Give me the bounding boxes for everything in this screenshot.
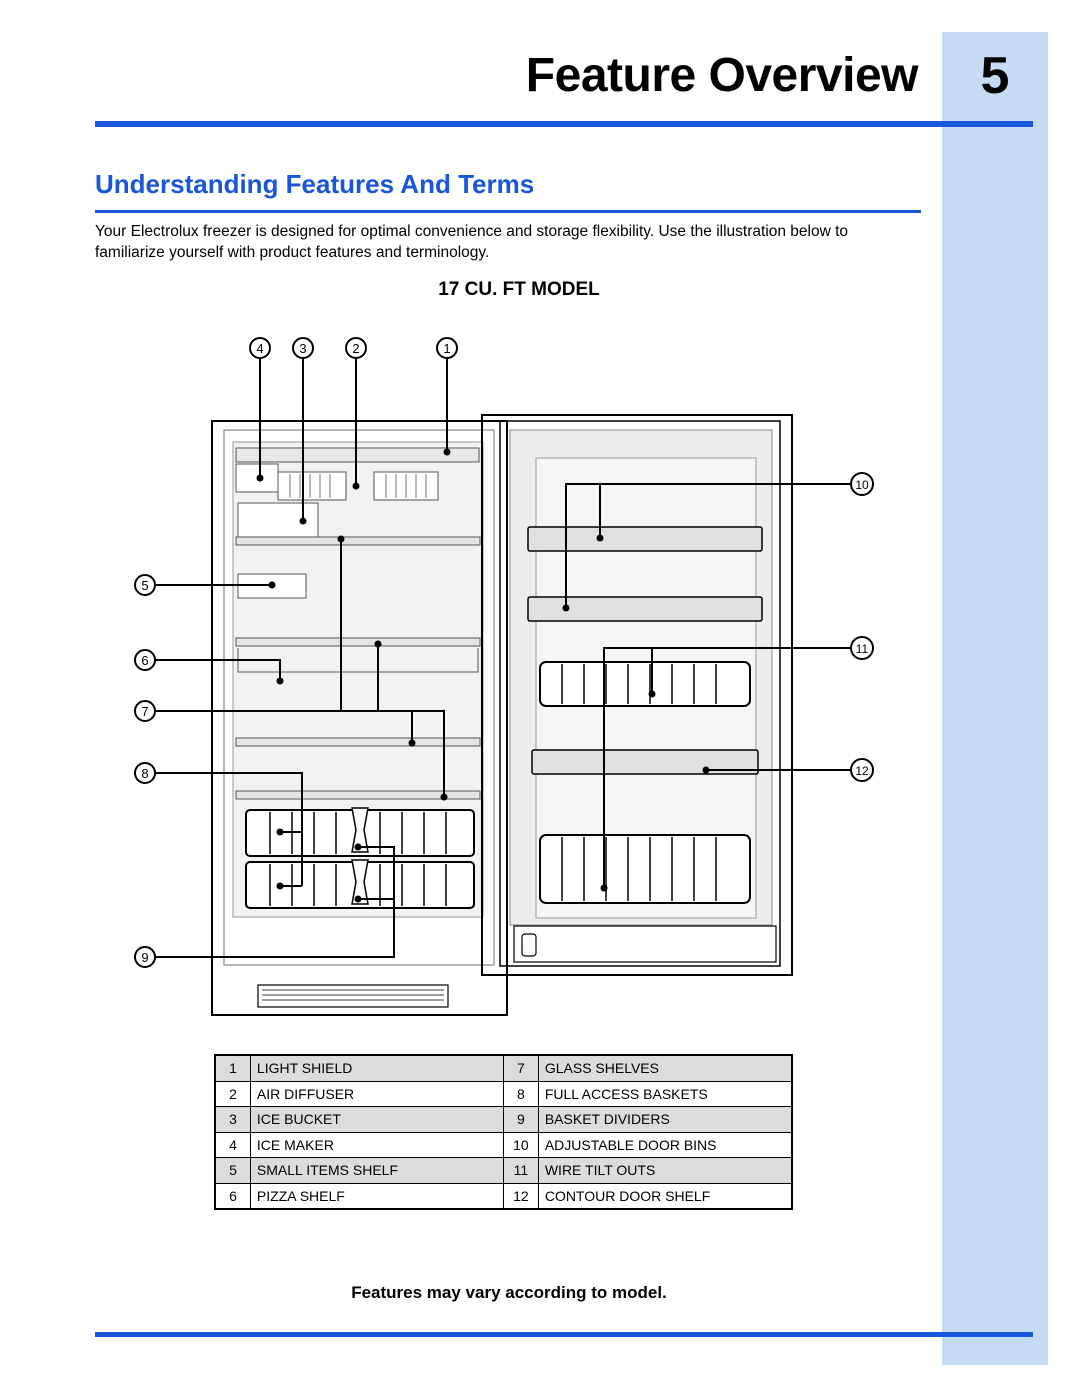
callout-8 [134,762,156,784]
model-variation-note: Features may vary according to model. [351,1283,667,1302]
cabinet-outline [211,420,508,1016]
callout-label-4: 4 [256,341,263,356]
legend-label: CONTOUR DOOR SHELF [537,1182,793,1210]
callout-5 [134,574,156,596]
callout-12 [850,758,874,782]
legend-number: 6 [214,1182,251,1210]
page-number: 5 [980,47,1010,105]
callout-1 [436,337,458,359]
model-title: 17 CU. FT MODEL [438,279,600,300]
callout-label-9: 9 [141,950,148,965]
legend-number: 12 [502,1182,539,1210]
callout-10 [850,472,874,496]
callout-label-2: 2 [352,341,359,356]
callout-label-8: 8 [141,766,148,781]
callout-label-3: 3 [299,341,306,356]
legend-label: WIRE TILT OUTS [537,1157,793,1184]
section-title: Understanding Features And Terms [95,169,535,199]
legend-number: 1 [214,1054,251,1082]
callout-label-11: 11 [856,642,869,656]
table-row: 6 PIZZA SHELF 12 CONTOUR DOOR SHELF [214,1182,793,1210]
legend-label: BASKET DIVIDERS [537,1106,793,1133]
callout-label-6: 6 [141,653,148,668]
door-outline [481,414,793,976]
table-row: 5 SMALL ITEMS SHELF 11 WIRE TILT OUTS [214,1157,793,1184]
legend-label: AIR DIFFUSER [249,1080,504,1107]
callout-label-1: 1 [443,341,450,356]
legend-label: GLASS SHELVES [537,1054,793,1082]
side-band [942,32,1048,1365]
legend-number: 5 [214,1157,251,1184]
table-row: 4 ICE MAKER 10 ADJUSTABLE DOOR BINS [214,1131,793,1158]
table-row: 3 ICE BUCKET 9 BASKET DIVIDERS [214,1106,793,1133]
legend-number: 4 [214,1131,251,1158]
legend-label: PIZZA SHELF [249,1182,504,1210]
legend-number: 9 [502,1106,539,1133]
callout-9 [134,946,156,968]
callout-4 [249,337,271,359]
footer-rule [95,1332,1033,1337]
callout-label-5: 5 [141,578,148,593]
callout-label-7: 7 [141,704,148,719]
section-rule [95,210,921,213]
page-title: Feature Overview [525,49,919,102]
table-row: 1 LIGHT SHIELD 7 GLASS SHELVES [214,1054,793,1082]
legend-label: ICE BUCKET [249,1106,504,1133]
legend-label: SMALL ITEMS SHELF [249,1157,504,1184]
legend-label: ADJUSTABLE DOOR BINS [537,1131,793,1158]
header-rule [95,121,1033,127]
legend-number: 8 [502,1080,539,1107]
intro-paragraph: Your Electrolux freezer is designed for … [95,223,849,261]
legend-number: 3 [214,1106,251,1133]
callout-6 [134,649,156,671]
legend-number: 2 [214,1080,251,1107]
legend-label: FULL ACCESS BASKETS [537,1080,793,1107]
callout-2 [345,337,367,359]
feature-legend-table: 1 LIGHT SHIELD 7 GLASS SHELVES 2 AIR DIF… [214,1054,793,1210]
legend-label: LIGHT SHIELD [249,1054,504,1082]
callout-11 [850,636,874,660]
callout-label-10: 10 [855,478,869,492]
callout-3 [292,337,314,359]
callout-7 [134,700,156,722]
freezer-diagram: 1 2 3 4 5 6 7 8 9 10 11 12 [134,337,874,1016]
legend-number: 7 [502,1054,539,1082]
callout-label-12: 12 [855,764,869,778]
legend-number: 10 [502,1131,539,1158]
legend-number: 11 [502,1157,539,1184]
legend-label: ICE MAKER [249,1131,504,1158]
table-row: 2 AIR DIFFUSER 8 FULL ACCESS BASKETS [214,1080,793,1107]
